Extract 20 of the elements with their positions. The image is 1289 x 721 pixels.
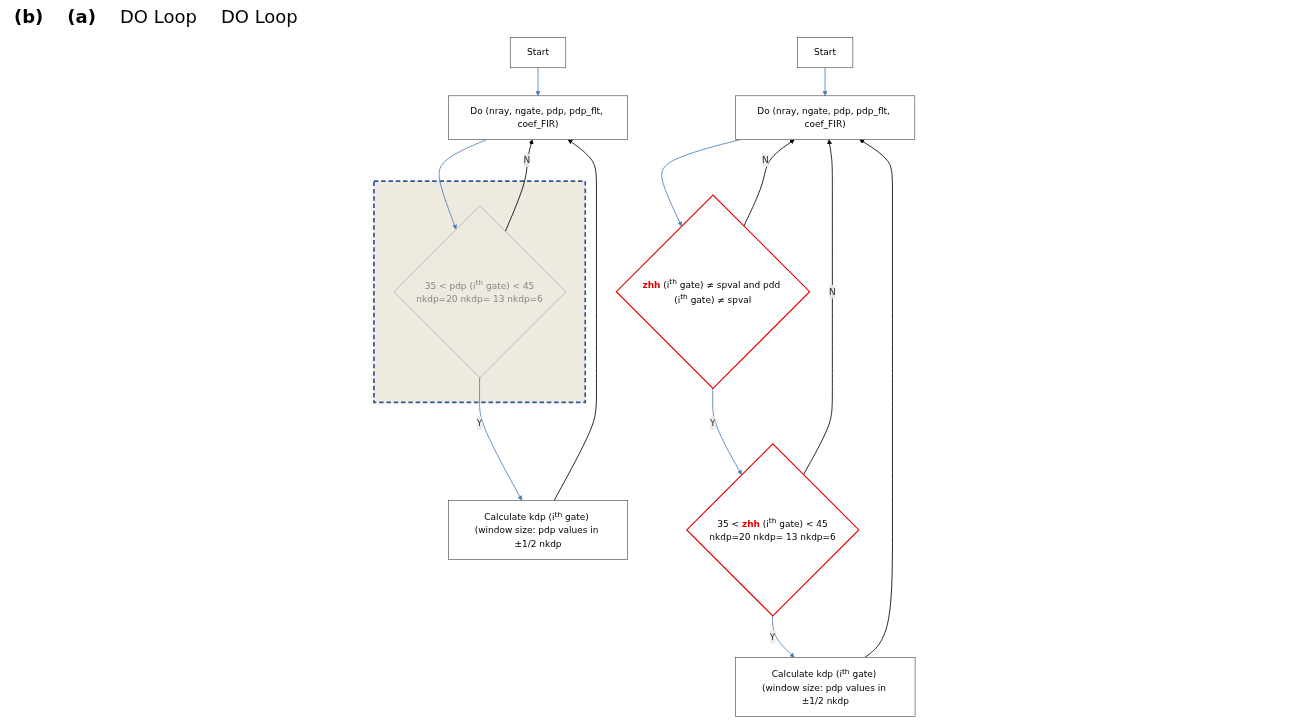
node-box: Calculate kdp (i$^{th}$ gate) (window size: pdp values in ±1/2 nkdp — [735, 657, 916, 717]
node-diamond: zhh (i$^{th}$ gate) ≠ spval and pdd (i$^{th}$ gate) ≠ spval — [615, 194, 811, 390]
edge-label: Y — [769, 631, 776, 642]
node-diamond: 35 < pdp (i$^{th}$ gate) < 45 nkdp=20 nkdp= 13 nkdp=6 — [393, 205, 567, 379]
edge-label: Y — [709, 417, 716, 429]
node-box: Start — [509, 37, 567, 69]
node-diamond: 35 < zhh (i$^{th}$ gate) < 45 nkdp=20 nkdp= 13 nkdp=6 — [685, 443, 860, 617]
edge-label: N — [761, 154, 769, 166]
node-box: Do (nray, ngate, pdp, pdp_flt, coef_FIR) — [448, 95, 628, 140]
edge-label: N — [828, 286, 836, 297]
edge-label: N — [523, 154, 531, 166]
node-box: Start — [797, 37, 854, 69]
panel-label: (b) — [14, 6, 44, 27]
edge-label: Y — [476, 417, 483, 429]
node-box: Calculate kdp (i$^{th}$ gate) (window size: pdp values in ±1/2 nkdp — [448, 500, 628, 560]
node-box: Do (nray, ngate, pdp, pdp_flt, coef_FIR) — [735, 95, 916, 140]
loop-label: DO Loop — [220, 6, 298, 27]
panel-label: (a) — [67, 6, 96, 27]
loop-label: DO Loop — [119, 6, 197, 27]
cluster — [373, 180, 587, 404]
